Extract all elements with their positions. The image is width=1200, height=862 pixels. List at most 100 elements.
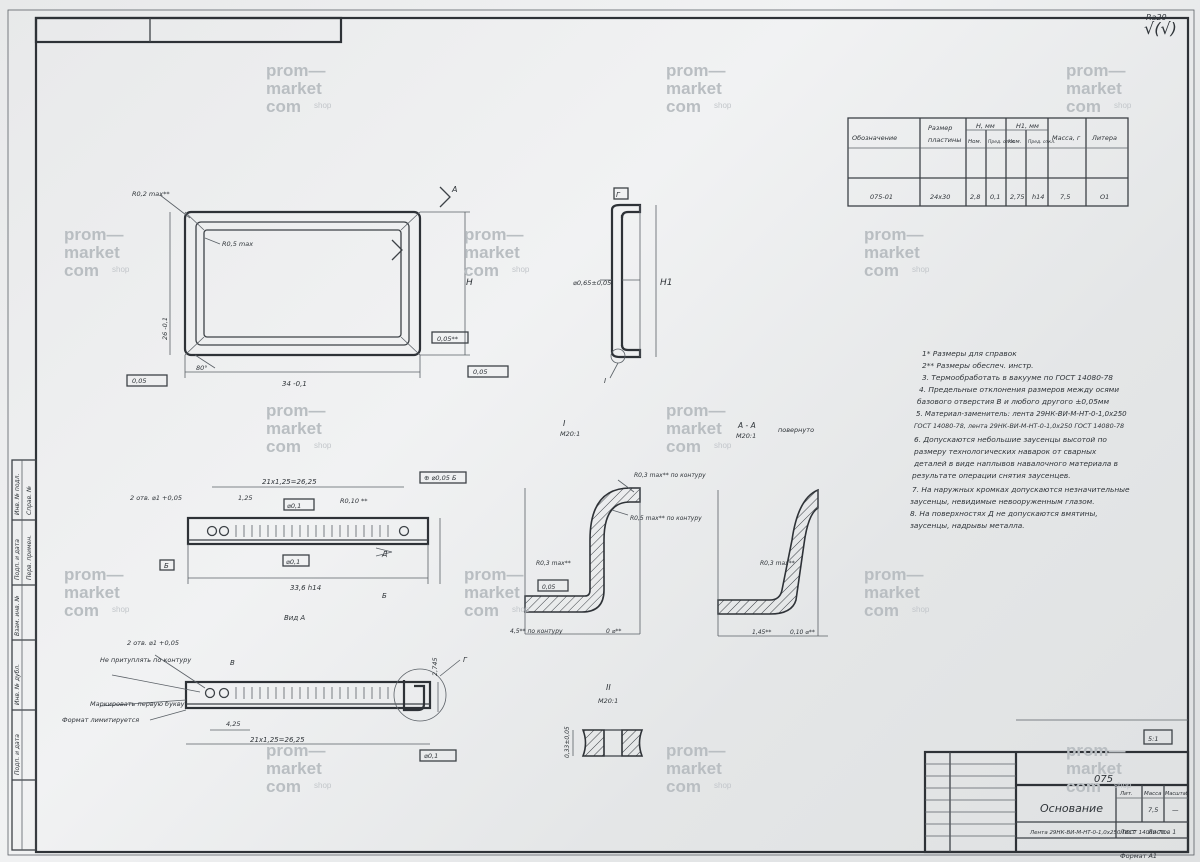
- tb-sheets: Листов 1: [1147, 829, 1176, 836]
- detail-i-scale: М20:1: [560, 430, 580, 438]
- detail-ii-title: II: [606, 683, 611, 692]
- dim-2745: 2,745: [431, 657, 439, 676]
- watermark-1: prom— market com shop: [266, 61, 332, 116]
- watermark-line-3: com: [464, 601, 499, 620]
- perp-box: 0,05: [473, 368, 487, 376]
- dim-h: H: [466, 278, 473, 288]
- watermark-line-1: prom—: [266, 61, 326, 80]
- watermark-line-3: com: [1066, 97, 1101, 116]
- note-no-burr: Не притуплять по контуру: [100, 656, 191, 664]
- watermark-14: prom— market com shop: [1066, 741, 1132, 796]
- td-h1: 2,75: [1010, 193, 1024, 201]
- side-section: [600, 187, 657, 379]
- watermark-line-2: market: [1066, 759, 1122, 778]
- th-designation: Обозначение: [852, 134, 897, 142]
- watermark-line-2: market: [666, 419, 722, 438]
- tb-mass-label: Масса: [1144, 791, 1162, 797]
- dim-065: ⌀0,65±0,05: [573, 279, 611, 287]
- th-plate: пластины: [928, 136, 961, 144]
- watermark-line-2: market: [266, 759, 322, 778]
- watermark-line-1: prom—: [666, 741, 726, 760]
- watermark-7: prom— market com shop: [266, 401, 332, 456]
- top-designation-box: [34, 16, 343, 44]
- rotated-mark: повернуто: [778, 426, 814, 434]
- dim-hole1: 2 отв. ⌀1 +0,05: [130, 494, 182, 502]
- watermark-line-2: market: [64, 583, 120, 602]
- dim-b: 0 ⌀**: [606, 628, 621, 635]
- note-8: 6. Допускаются небольшие заусенцы высото…: [914, 435, 1107, 444]
- watermark-line-1: prom—: [266, 401, 326, 420]
- watermark-line-3: com: [666, 777, 701, 796]
- tb-scale-value: —: [1172, 806, 1179, 814]
- technical-notes: 1* Размеры для справок 2** Размеры обесп…: [910, 349, 1130, 530]
- note-3: 3. Термообработать в вакууме по ГОСТ 140…: [922, 373, 1113, 382]
- th-h: H, мм: [976, 122, 995, 130]
- note-2: 2** Размеры обеспеч. инстр.: [922, 361, 1034, 370]
- tol-box-1: ⌀0,1: [287, 502, 301, 510]
- dim-r02: R0,2 max**: [132, 190, 170, 198]
- th-mass: Масса, г: [1052, 134, 1081, 142]
- watermark-line-3: com: [1066, 777, 1101, 796]
- note-marking: Маркировать первую букву: [90, 700, 185, 708]
- note-15: заусенцы, надрывы металла.: [910, 521, 1025, 530]
- detail-ii: [572, 729, 644, 757]
- td-h: 2,8: [970, 193, 980, 201]
- watermark-shop: shop: [314, 781, 332, 790]
- ref-g-box: Г: [616, 191, 621, 199]
- note-13: заусенцы, невидимые невооруженным глазом…: [910, 497, 1095, 506]
- watermark-8: prom— market com shop: [666, 401, 732, 456]
- note-10: деталей в виде наплывов навалочного мате…: [913, 459, 1118, 468]
- view-b-label: Б: [382, 592, 387, 600]
- note-mark-pos: Формат лимитируется: [62, 716, 139, 724]
- watermark-line-1: prom—: [266, 741, 326, 760]
- td-mass: 7,5: [1060, 193, 1070, 201]
- watermark-line-3: com: [464, 261, 499, 280]
- th-h1: H1, мм: [1016, 122, 1039, 130]
- tol-box-2: ⌀0,1: [286, 558, 300, 566]
- strip-label-2: Подп. и дата: [14, 539, 21, 580]
- watermark-line-3: com: [266, 97, 301, 116]
- watermark-line-3: com: [266, 437, 301, 456]
- watermark-line-1: prom—: [864, 565, 924, 584]
- section-a-a: [717, 488, 828, 637]
- watermark-line-1: prom—: [666, 401, 726, 420]
- drawing-number: 075: [1094, 774, 1113, 785]
- dim-len2: 33,6 h14: [290, 584, 321, 592]
- flatness-box: 0,05**: [437, 335, 459, 343]
- watermark-line-3: com: [666, 97, 701, 116]
- watermark-line-2: market: [666, 79, 722, 98]
- left-strip: [11, 459, 37, 851]
- dim-hole2: 2 отв. ⌀1 +0,05: [127, 639, 179, 647]
- section-aa-scale: М20:1: [736, 432, 756, 440]
- tb-format: Формат А1: [1120, 852, 1157, 860]
- watermark-line-3: com: [266, 777, 301, 796]
- th-dev: Пред. откл.: [988, 139, 1015, 145]
- tb-scale-label: Масштаб: [1165, 791, 1189, 797]
- roughness-symbol: √(√): [1144, 19, 1177, 38]
- watermark-shop: shop: [714, 101, 732, 110]
- th-dev2: Пред. откл.: [1028, 139, 1055, 145]
- tb-sheet: Лист: [1119, 829, 1136, 836]
- note-6: 5. Материал-заменитель: лента 29НК-ВИ-М-…: [916, 410, 1127, 418]
- watermark-13: prom— market com shop: [666, 741, 732, 796]
- dim-r03b: R0,3 max**: [536, 560, 571, 567]
- dim-r05b: R0,5 max** по контуру: [630, 515, 702, 522]
- watermark-line-2: market: [464, 243, 520, 262]
- watermark-line-1: prom—: [64, 225, 124, 244]
- th-letter: Литера: [1091, 134, 1117, 142]
- strip-label-4: Инв. № дубл.: [14, 664, 21, 705]
- dim-len3: 21x1,25=26,25: [250, 736, 305, 744]
- watermark-9: prom— market com shop: [64, 565, 130, 620]
- watermark-shop: shop: [912, 605, 930, 614]
- dim-34: 34 -0,1: [282, 380, 307, 388]
- dim-r03: R0,3 max** по контуру: [634, 472, 706, 479]
- strip-label-5: Подп. и дата: [14, 734, 21, 775]
- watermark-line-2: market: [666, 759, 722, 778]
- drawing-frame: [34, 16, 1190, 854]
- detail-i-title: I: [563, 419, 566, 428]
- td-dev2: h14: [1032, 193, 1044, 201]
- watermark-line-2: market: [1066, 79, 1122, 98]
- sheet-border: [7, 9, 1195, 856]
